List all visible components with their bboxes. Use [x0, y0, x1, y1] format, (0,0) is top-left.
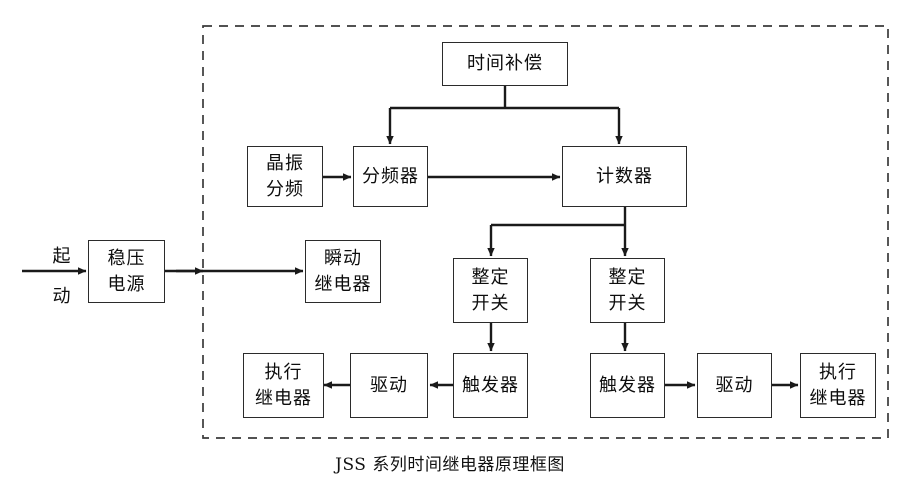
block-setting-switch-left[interactable]: 整定 开关 — [453, 258, 528, 323]
block-driver-left[interactable]: 驱动 — [350, 353, 428, 418]
start-label-line2: 动 — [52, 285, 72, 307]
block-output-relay-right[interactable]: 执行 继电器 — [800, 353, 876, 418]
block-driver-left-line1: 驱动 — [370, 374, 408, 396]
block-instant-relay-line1: 瞬动 — [324, 247, 362, 269]
block-instant-relay[interactable]: 瞬动 继电器 — [305, 240, 381, 303]
block-output-relay-right-line1: 执行 — [819, 361, 857, 383]
block-trigger-left-line1: 触发器 — [462, 374, 519, 396]
block-output-relay-left-line2: 继电器 — [255, 387, 312, 409]
block-time-compensation-line1: 时间补偿 — [467, 53, 543, 75]
block-setting-switch-right[interactable]: 整定 开关 — [590, 258, 665, 323]
block-time-compensation[interactable]: 时间补偿 — [442, 42, 568, 86]
block-trigger-right-line1: 触发器 — [599, 374, 656, 396]
block-trigger-right[interactable]: 触发器 — [590, 353, 665, 418]
block-crystal-divider-line2: 分频 — [266, 178, 304, 200]
block-setting-switch-left-line1: 整定 — [471, 266, 510, 288]
diagram-caption: JSS 系列时间继电器原理框图 — [335, 455, 565, 475]
block-driver-right[interactable]: 驱动 — [697, 353, 772, 418]
block-voltage-regulator-line2: 电源 — [107, 273, 146, 295]
block-setting-switch-left-line2: 开关 — [471, 292, 510, 314]
block-counter-line1: 计数器 — [596, 165, 653, 187]
block-instant-relay-line2: 继电器 — [314, 273, 372, 295]
block-counter[interactable]: 计数器 — [562, 146, 687, 207]
start-label: 起 动 — [34, 244, 90, 309]
block-frequency-divider[interactable]: 分频器 — [353, 146, 428, 207]
block-crystal-divider[interactable]: 晶振 分频 — [247, 146, 323, 207]
block-setting-switch-right-line1: 整定 — [608, 266, 647, 288]
block-output-relay-right-line2: 继电器 — [809, 387, 867, 409]
block-frequency-divider-line1: 分频器 — [362, 165, 419, 187]
block-output-relay-left-line1: 执行 — [264, 361, 303, 383]
block-voltage-regulator[interactable]: 稳压 电源 — [88, 240, 165, 303]
dashed-enclosure — [202, 25, 889, 439]
block-trigger-left[interactable]: 触发器 — [453, 353, 528, 418]
block-voltage-regulator-line1: 稳压 — [107, 247, 146, 269]
block-output-relay-left[interactable]: 执行 继电器 — [243, 353, 324, 418]
start-label-line1: 起 — [52, 246, 72, 267]
block-setting-switch-right-line2: 开关 — [608, 292, 647, 314]
block-crystal-divider-line1: 晶振 — [266, 152, 304, 174]
block-driver-right-line1: 驱动 — [715, 374, 754, 396]
